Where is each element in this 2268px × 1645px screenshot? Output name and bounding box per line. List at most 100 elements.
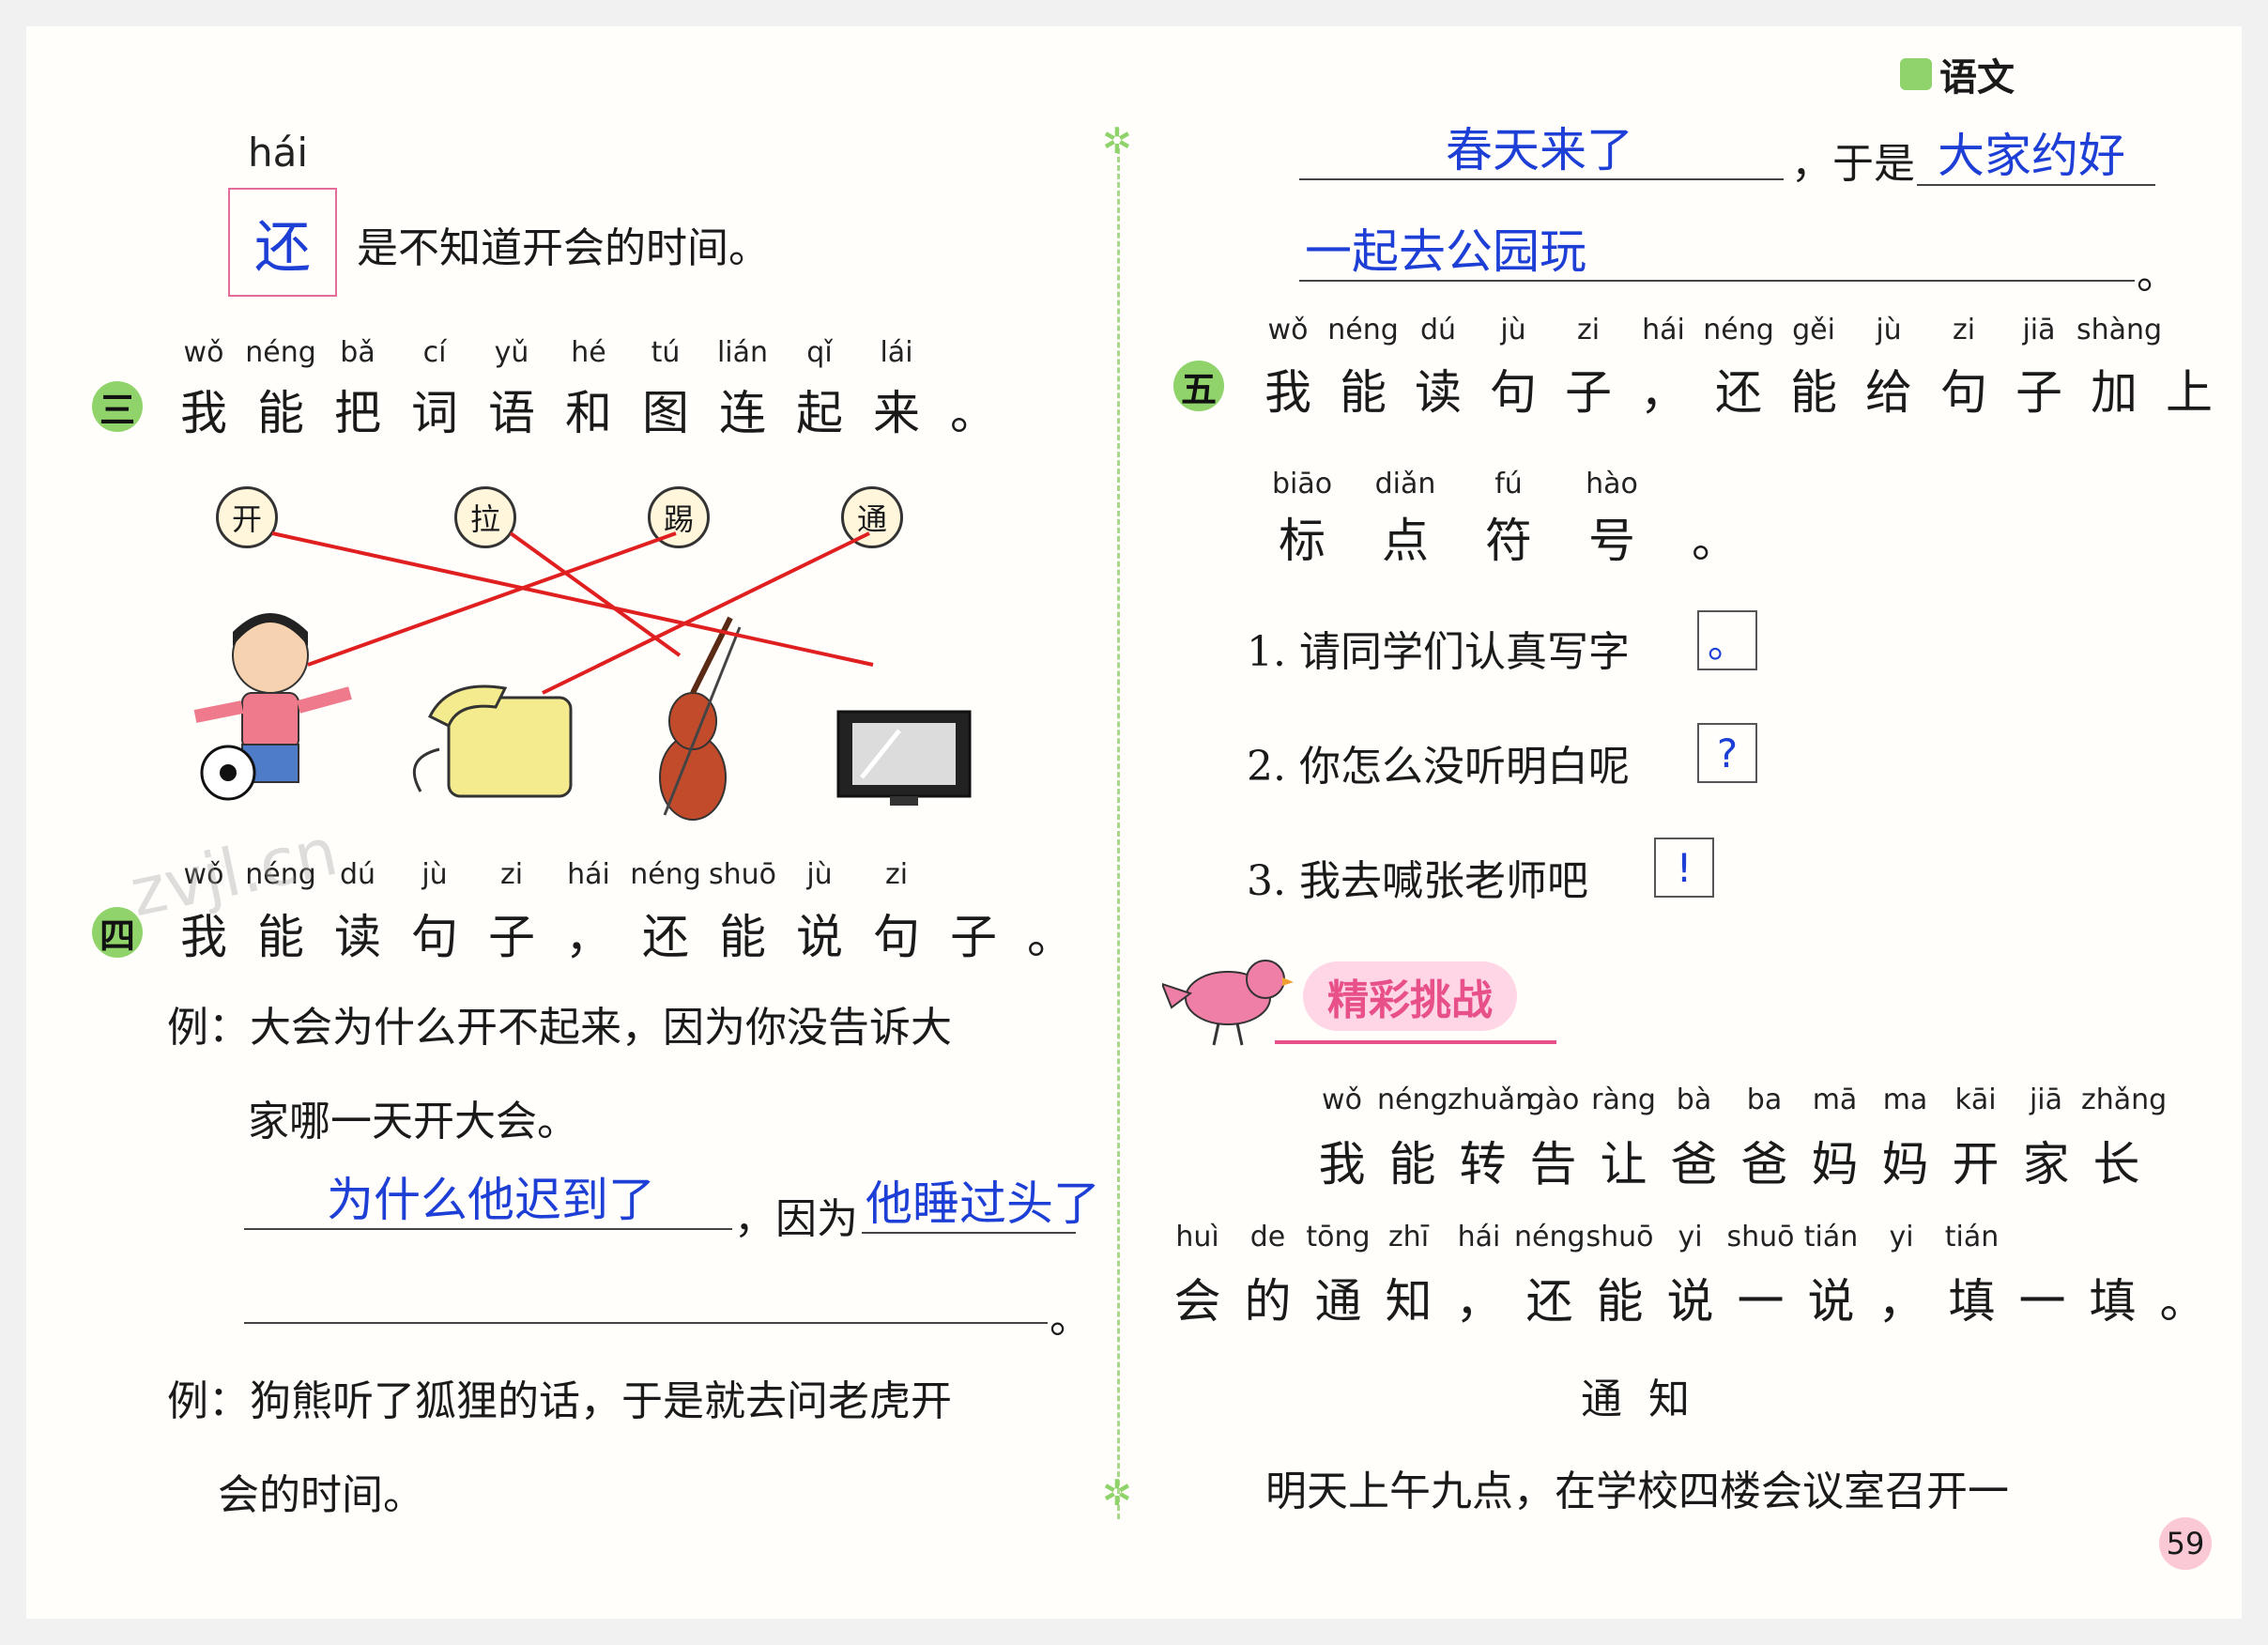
pinyin-syllable: tián	[1803, 1221, 1859, 1253]
title-char: 我	[1264, 365, 1311, 420]
q5-mark-box-2[interactable]: ?	[1697, 723, 1757, 783]
pinyin-syllable: dú	[1419, 314, 1457, 346]
pinyin-syllable: yi	[1678, 1221, 1703, 1253]
pinyin-syllable: fú	[1494, 468, 1523, 500]
word-circle-tong[interactable]: 通	[841, 486, 903, 548]
q3-badge: 三	[92, 381, 143, 432]
q4-connector: ，因为	[734, 1195, 858, 1243]
pinyin-syllable: ràng	[1591, 1084, 1656, 1116]
top-end-period: 。	[2137, 251, 2178, 299]
pinyin-syllable: bǎ	[340, 336, 375, 369]
television-image	[836, 710, 972, 806]
matching-lines	[271, 531, 874, 695]
q4-answer-2[interactable]: 他睡过头了	[866, 1176, 1100, 1231]
title-char: 句	[873, 910, 920, 964]
pinyin-syllable: yi	[1889, 1221, 1914, 1253]
title-char: 能	[1388, 1137, 1436, 1191]
pinyin-syllable: zhuǎn	[1448, 1084, 1534, 1116]
title-char: 给	[1865, 365, 1912, 420]
pinyin-syllable: hái	[567, 858, 610, 891]
title-char: 和	[565, 386, 612, 440]
title-char: 上	[2166, 365, 2213, 420]
q4-blank-2[interactable]	[862, 1232, 1076, 1234]
q4-answer-1[interactable]: 为什么他迟到了	[327, 1173, 655, 1227]
word-circle-kai[interactable]: 开	[216, 486, 278, 548]
top-answer-3[interactable]: 一起去公园玩	[1305, 224, 1586, 279]
q4-title: 我能读句子，还能说句子。	[165, 899, 1089, 967]
pinyin-syllable: dú	[339, 858, 376, 891]
pinyin-syllable: hé	[571, 336, 606, 369]
notice-title: 通 知	[1581, 1376, 1690, 1423]
title-char: 句	[1490, 365, 1537, 420]
title-char: 语	[488, 386, 535, 440]
pinyin-syllable: bà	[1676, 1084, 1712, 1116]
title-char: 说	[1666, 1274, 1714, 1329]
title-char: 我	[180, 910, 227, 964]
pinyin-syllable: lái	[880, 336, 913, 369]
subject-header: 语文	[1900, 47, 2015, 101]
title-char: ，	[1455, 1274, 1503, 1329]
title-char: 子	[2015, 365, 2062, 420]
q5-title-line2: 标点符号。	[1250, 503, 1767, 571]
title-char: 告	[1529, 1137, 1577, 1191]
title-char: 。	[1692, 514, 1739, 568]
title-char: 句	[411, 910, 458, 964]
pinyin-syllable: zi	[1952, 314, 1976, 346]
pinyin-syllable: shàng	[2076, 314, 2163, 346]
top-answer-2[interactable]: 大家约好	[1938, 129, 2125, 183]
divider-flower-icon: ✲	[1102, 120, 1132, 161]
challenge-underline	[1275, 1040, 1556, 1044]
pinyin-syllable: néng	[1514, 1221, 1586, 1253]
title-char: ，	[1640, 365, 1687, 420]
answer-char: 还	[254, 214, 311, 281]
pinyin-syllable: kāi	[1954, 1084, 1997, 1116]
example1-line1: 例：大会为什么开不起来，因为你没告诉大	[167, 1004, 952, 1052]
boy-kicking-ball-image	[193, 613, 352, 801]
matching-pictures	[193, 613, 972, 821]
title-char: 填	[1948, 1274, 1996, 1329]
pinyin-syllable: hái	[1642, 314, 1685, 346]
title-char: 号	[1588, 514, 1635, 568]
title-char: 子	[950, 910, 997, 964]
title-char: 能	[257, 386, 304, 440]
title-char: 读	[334, 910, 381, 964]
title-char: 子	[1565, 365, 1612, 420]
title-char: 还	[1715, 365, 1762, 420]
notice-line: 明天上午九点，在学校四楼会议室召开一	[1265, 1468, 2009, 1515]
title-char: 长	[2092, 1137, 2140, 1191]
title-char: 词	[411, 386, 458, 440]
top-answer-1[interactable]: 春天来了	[1446, 123, 1633, 177]
top-connector: ，于是	[1791, 140, 1915, 188]
pinyin-syllable: zi	[884, 858, 909, 891]
q4-blank-3[interactable]	[244, 1322, 1048, 1324]
title-char: 能	[1790, 365, 1837, 420]
q5-mark-box-3[interactable]: !	[1654, 838, 1714, 898]
pinyin-syllable: mā	[1812, 1084, 1858, 1116]
pinyin-syllable: tián	[1944, 1221, 2000, 1253]
q4-badge: 四	[92, 907, 143, 958]
word-circle-la[interactable]: 拉	[454, 486, 516, 548]
divider-flower-icon: ✲	[1102, 1472, 1132, 1514]
q3-title: 我能把词语和图连起来。	[165, 376, 1012, 443]
top-blank-2[interactable]	[1917, 184, 2155, 186]
challenge-text-line1: 我能转告让爸爸妈妈开家长	[1307, 1127, 2152, 1194]
pinyin-syllable: néng	[1703, 314, 1774, 346]
title-char: 知	[1385, 1274, 1433, 1329]
q5-item-3: 3. 我去喊张老师吧	[1247, 857, 1588, 905]
pinyin-syllable: gào	[1526, 1084, 1580, 1116]
q4-blank-1[interactable]	[244, 1228, 732, 1230]
pinyin-syllable: néng	[630, 858, 701, 891]
title-char: 通	[1314, 1274, 1362, 1329]
pinyin-syllable: shuō	[1726, 1221, 1795, 1253]
title-char: 还	[1525, 1274, 1573, 1329]
q5-mark-box-1[interactable]: 。	[1697, 610, 1757, 670]
pinyin-syllable: tú	[651, 336, 681, 369]
top-blank-1[interactable]	[1299, 178, 1784, 180]
top-blank-3[interactable]	[1299, 280, 2135, 282]
pinyin-syllable: shuō	[708, 858, 776, 891]
